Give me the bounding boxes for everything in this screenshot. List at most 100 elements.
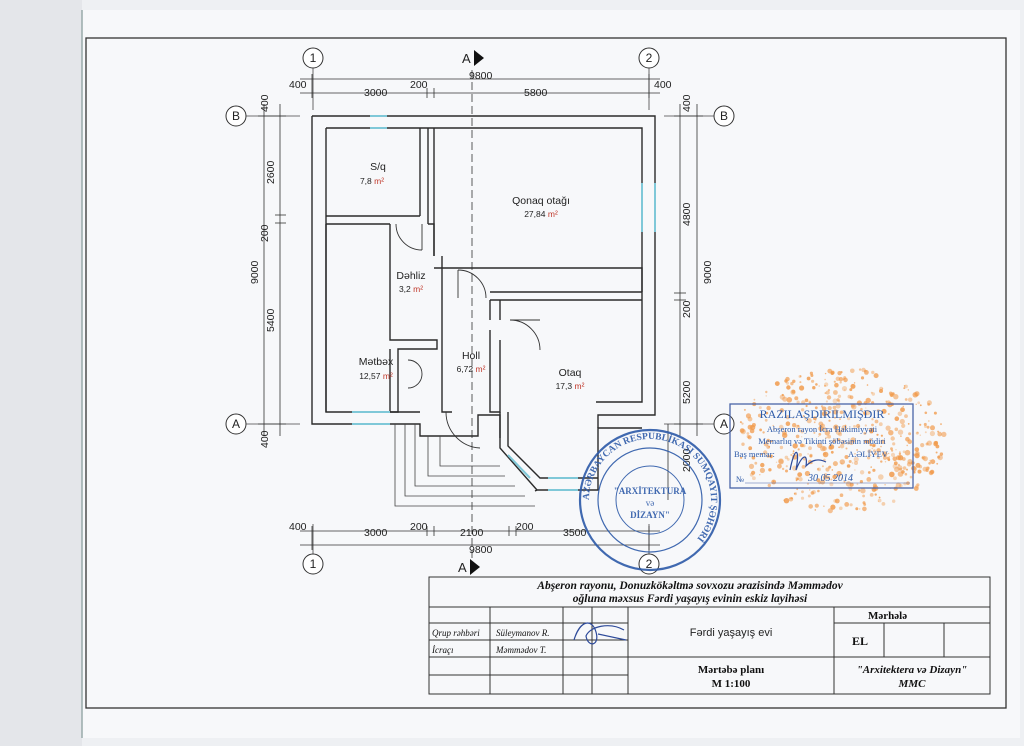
speckle-dot [849,388,853,392]
title-block-text: Abşeron rayonu, Donuzkökəltmə sovxozu ər… [431,580,967,690]
dim-right-e: 5200 [681,380,693,404]
speckle-dot [864,424,867,427]
approval-signature [789,451,827,471]
speckle-dot [843,480,846,483]
speckle-dot [807,494,811,498]
dim-left-f: 400 [259,430,271,448]
speckle-dot [810,491,815,495]
speckle-dot [933,411,937,415]
role1-label: Qrup rəhbəri [432,628,480,638]
svg-text:A: A [458,560,467,575]
speckle-dot [845,447,848,450]
speckle-dot [927,420,930,422]
speckle-dot [795,476,800,481]
speckle-dot [841,424,847,431]
speckle-dot [826,395,832,400]
speckle-dot [793,492,796,495]
speckle-dot [913,486,919,491]
speckle-dot [818,432,822,436]
speckle-dot [828,465,832,469]
dim-bottom-c: 200 [410,521,428,533]
speckle-dot [879,389,883,393]
stage-value: EL [852,634,868,648]
room-area-otaq: 17,3 m² [556,381,585,391]
speckle-dot [849,503,853,507]
drawing-frame [85,37,1007,709]
speckle-dot [908,432,912,436]
speckle-dot [887,413,890,415]
speckle-dot [832,439,836,444]
speckle-dot [907,389,909,391]
speckle-dot [790,381,794,386]
speckle-dot [816,478,821,483]
speckle-dot [928,470,934,476]
speckle-dot [789,497,791,500]
dim-left-b: 2600 [265,160,277,184]
speckle-dot [941,431,947,437]
room-name-sq: S/q [370,161,386,173]
dim-top-f: 400 [654,79,672,91]
axis-label-a-left: A [232,417,240,431]
speckle-dot [890,452,896,457]
axis-label-b-right: B [720,109,728,123]
speckle-dot [782,396,788,402]
speckle-dot [871,392,875,396]
speckle-dot [914,391,920,397]
speckle-dot [832,405,837,410]
speckle-dot [839,444,845,449]
speckle-dot [785,421,791,427]
speckle-dot [889,455,891,458]
speckle-dot [841,477,844,480]
project-title-line2: oğluna məxsus Fərdi yaşayış evinin eskiz… [573,593,808,605]
speckle-dot [812,386,816,390]
dim-bottom-e: 200 [516,521,534,533]
speckle-dot [937,431,942,437]
approval-stamp-line1: Abşeron rayon İcra Hakimiyyəti [767,424,878,434]
speckle-dot [739,456,743,459]
speckle-dot [930,425,935,431]
room-name-otaq: Otaq [559,367,582,379]
speckle-dot [893,461,898,466]
speckle-dot [863,431,867,435]
speckle-dot [795,479,798,482]
speckle-dot [902,450,906,454]
speckle-dot [856,423,861,429]
speckle-dot [853,425,856,428]
section-mark-top: A [462,50,484,66]
speckle-dot [751,455,756,460]
speckle-dot [935,451,938,454]
speckle-dot [835,429,838,433]
dim-bottom-b: 3000 [364,527,388,539]
speckle-dot [903,385,906,387]
axis-label-1-top: 1 [310,51,317,65]
speckle-dot [874,452,877,456]
speckle-dot [766,438,770,443]
speckle-dot [847,417,851,421]
speckle-dot [844,389,846,391]
speckle-dot [822,475,828,480]
axis-label-2-bottom: 2 [646,557,653,571]
speckle-dot [827,434,831,439]
speckle-dot [833,380,836,383]
speckle-dot [899,451,901,453]
speckle-dot [801,400,806,405]
speckle-dot [850,383,856,389]
speckle-dot [830,450,834,454]
speckle-dot [818,385,820,387]
dim-right-c: 9000 [702,260,714,284]
speckle-dot [809,454,813,458]
speckle-dot [919,404,922,407]
axis-label-a-right: A [720,417,728,431]
stage-label: Mərhələ [868,610,907,622]
speckle-dot [874,419,879,424]
section-mark-bottom: A [458,559,480,575]
speckle-dot [798,453,802,457]
dimension-texts: 400 3000 200 9800 5800 400 400 3000 200 … [249,70,714,556]
speckle-dot [823,505,825,508]
speckle-dot [885,425,891,431]
speckle-dot [920,443,925,448]
speckle-dot [873,373,879,379]
speckle-dot [866,477,872,482]
speckle-dot [739,421,742,424]
sheet-scale: M 1:100 [712,678,751,690]
